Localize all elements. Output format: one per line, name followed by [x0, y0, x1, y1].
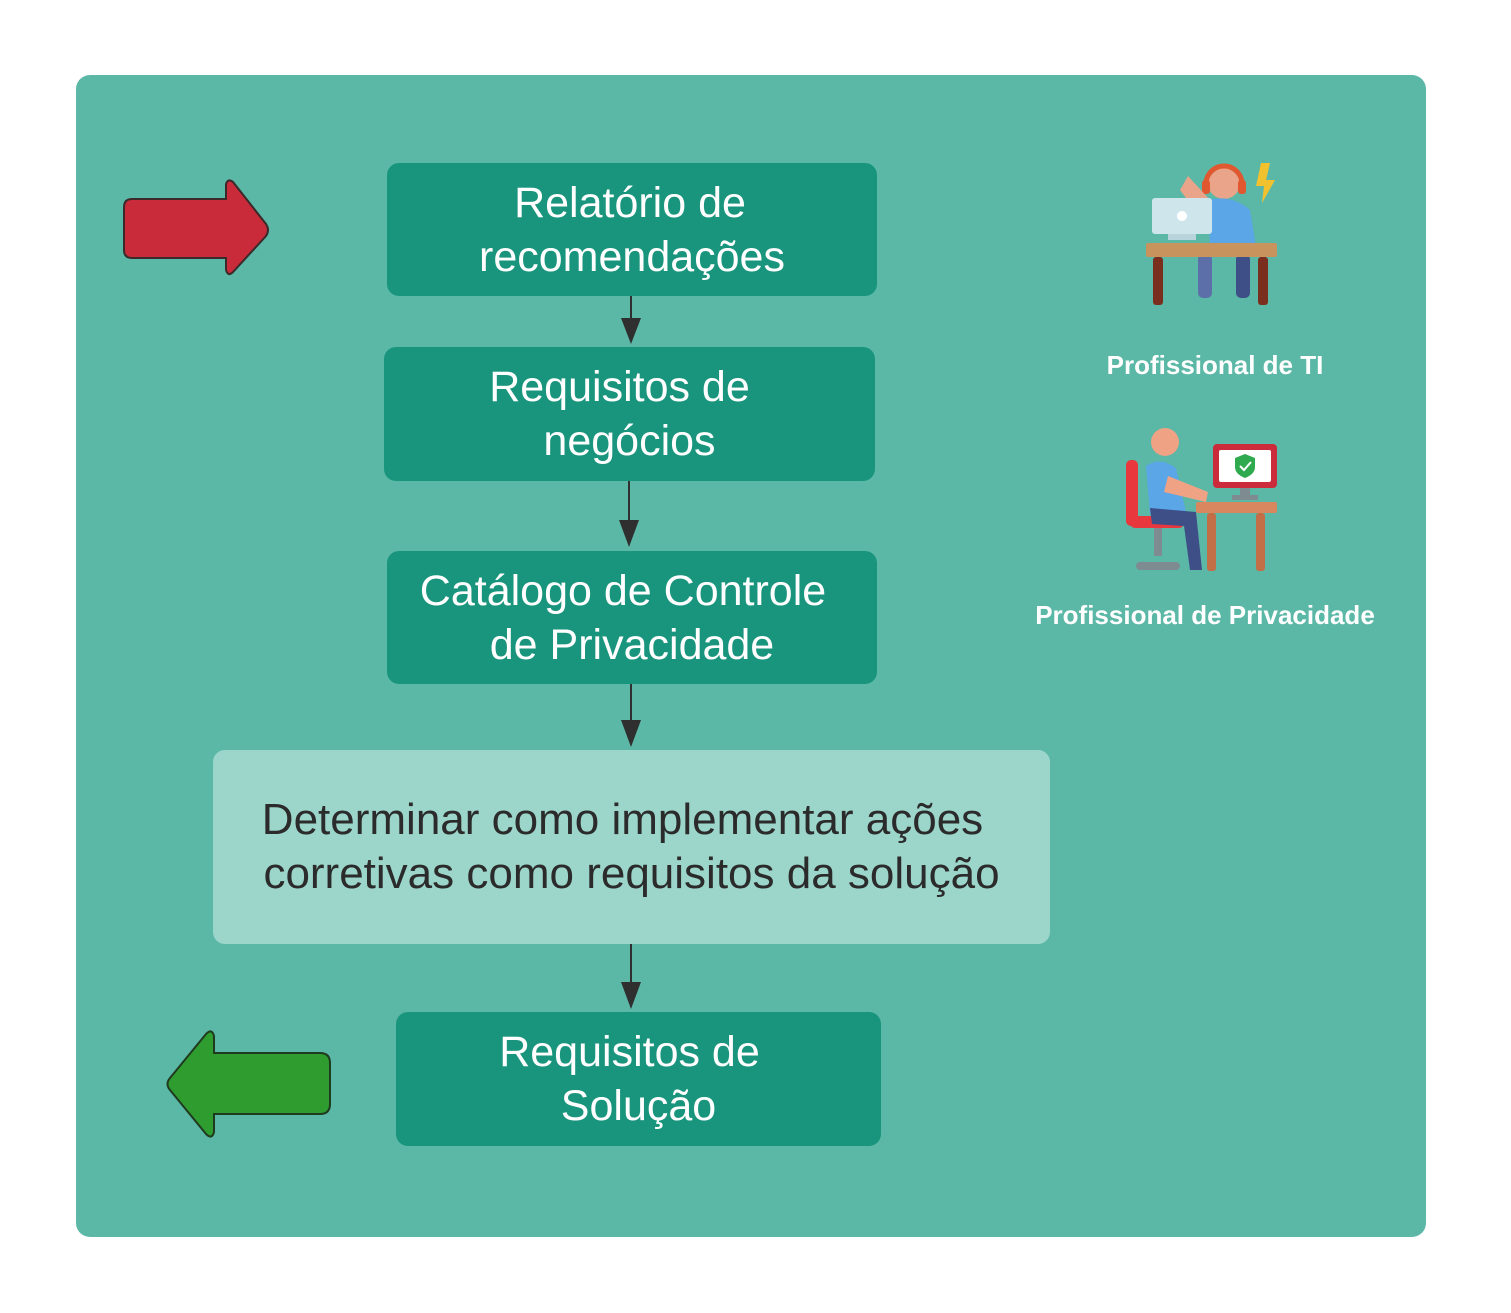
- step-report-recommendations: Relatório de recomendações: [387, 163, 877, 296]
- step-3-line-2: de Privacidade: [489, 620, 775, 669]
- step-4-line-1: Determinar como implementar ações: [261, 795, 984, 844]
- step-1-line-1: Relatório de: [514, 178, 746, 227]
- connector-2: [619, 481, 639, 547]
- role-it-label: Profissional de TI: [1106, 350, 1324, 380]
- step-2-line-2: negócios: [543, 417, 716, 465]
- step-business-requirements: Requisitos de negócios: [384, 347, 875, 481]
- privacy-professional-icon: [1126, 428, 1277, 571]
- step-determine-corrective-actions: Determinar como implementar ações corret…: [213, 750, 1050, 944]
- role-privacy-label: Profissional de Privacidade: [1035, 600, 1375, 630]
- connector-3: [621, 684, 641, 747]
- step-5-line-2: Solução: [560, 1082, 717, 1130]
- connector-1: [621, 296, 641, 344]
- step-solution-requirements: Requisitos de Solução: [396, 1012, 881, 1146]
- step-2-line-1: Requisitos de: [489, 363, 750, 411]
- right-arrow-icon: [123, 179, 269, 276]
- left-arrow-icon: [166, 1030, 331, 1138]
- step-privacy-control-catalog: Catálogo de Controle de Privacidade: [387, 551, 877, 684]
- step-1-line-2: recomendações: [479, 232, 785, 281]
- step-3-line-1: Catálogo de Controle: [419, 566, 827, 615]
- step-4-line-2: corretivas como requisitos da solução: [263, 849, 1000, 898]
- connector-4: [621, 944, 641, 1009]
- step-5-line-1: Requisitos de: [499, 1028, 760, 1076]
- it-professional-icon: [1146, 163, 1277, 305]
